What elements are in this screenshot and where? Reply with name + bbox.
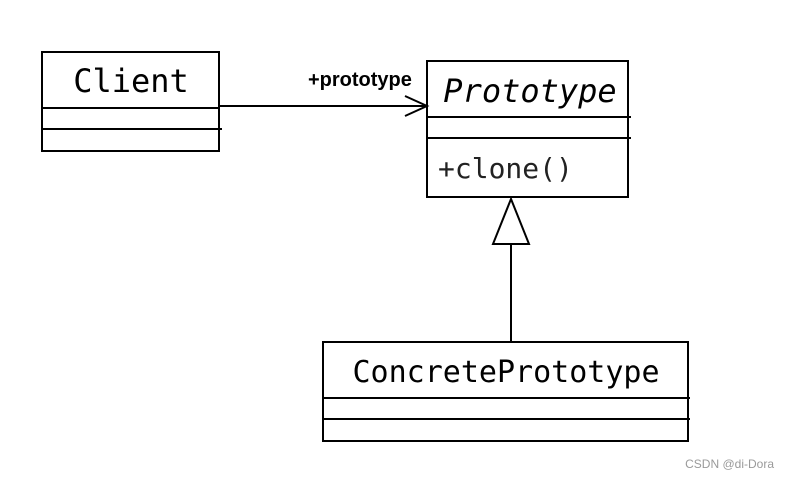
association-client-prototype[interactable]: +prototype	[219, 69, 430, 117]
class-concrete-prototype[interactable]: ConcretePrototype	[322, 341, 690, 442]
client-class-name: Client	[73, 62, 189, 100]
prototype-method-clone: +clone()	[438, 152, 573, 185]
open-arrow-head-icon	[404, 95, 430, 117]
concrete-prototype-class-name: ConcretePrototype	[352, 355, 659, 390]
generalization-concrete-prototype[interactable]	[491, 196, 531, 342]
client-box	[41, 51, 220, 152]
prototype-class-name: Prototype	[443, 72, 616, 110]
association-role-label: +prototype	[308, 69, 412, 91]
class-client[interactable]: Client	[41, 51, 222, 152]
hollow-triangle-icon	[491, 196, 531, 245]
concrete-prototype-box	[322, 341, 689, 442]
watermark-text: CSDN @di-Dora	[685, 457, 774, 471]
prototype-box	[426, 60, 629, 198]
class-prototype[interactable]: Prototype +clone()	[426, 60, 631, 198]
